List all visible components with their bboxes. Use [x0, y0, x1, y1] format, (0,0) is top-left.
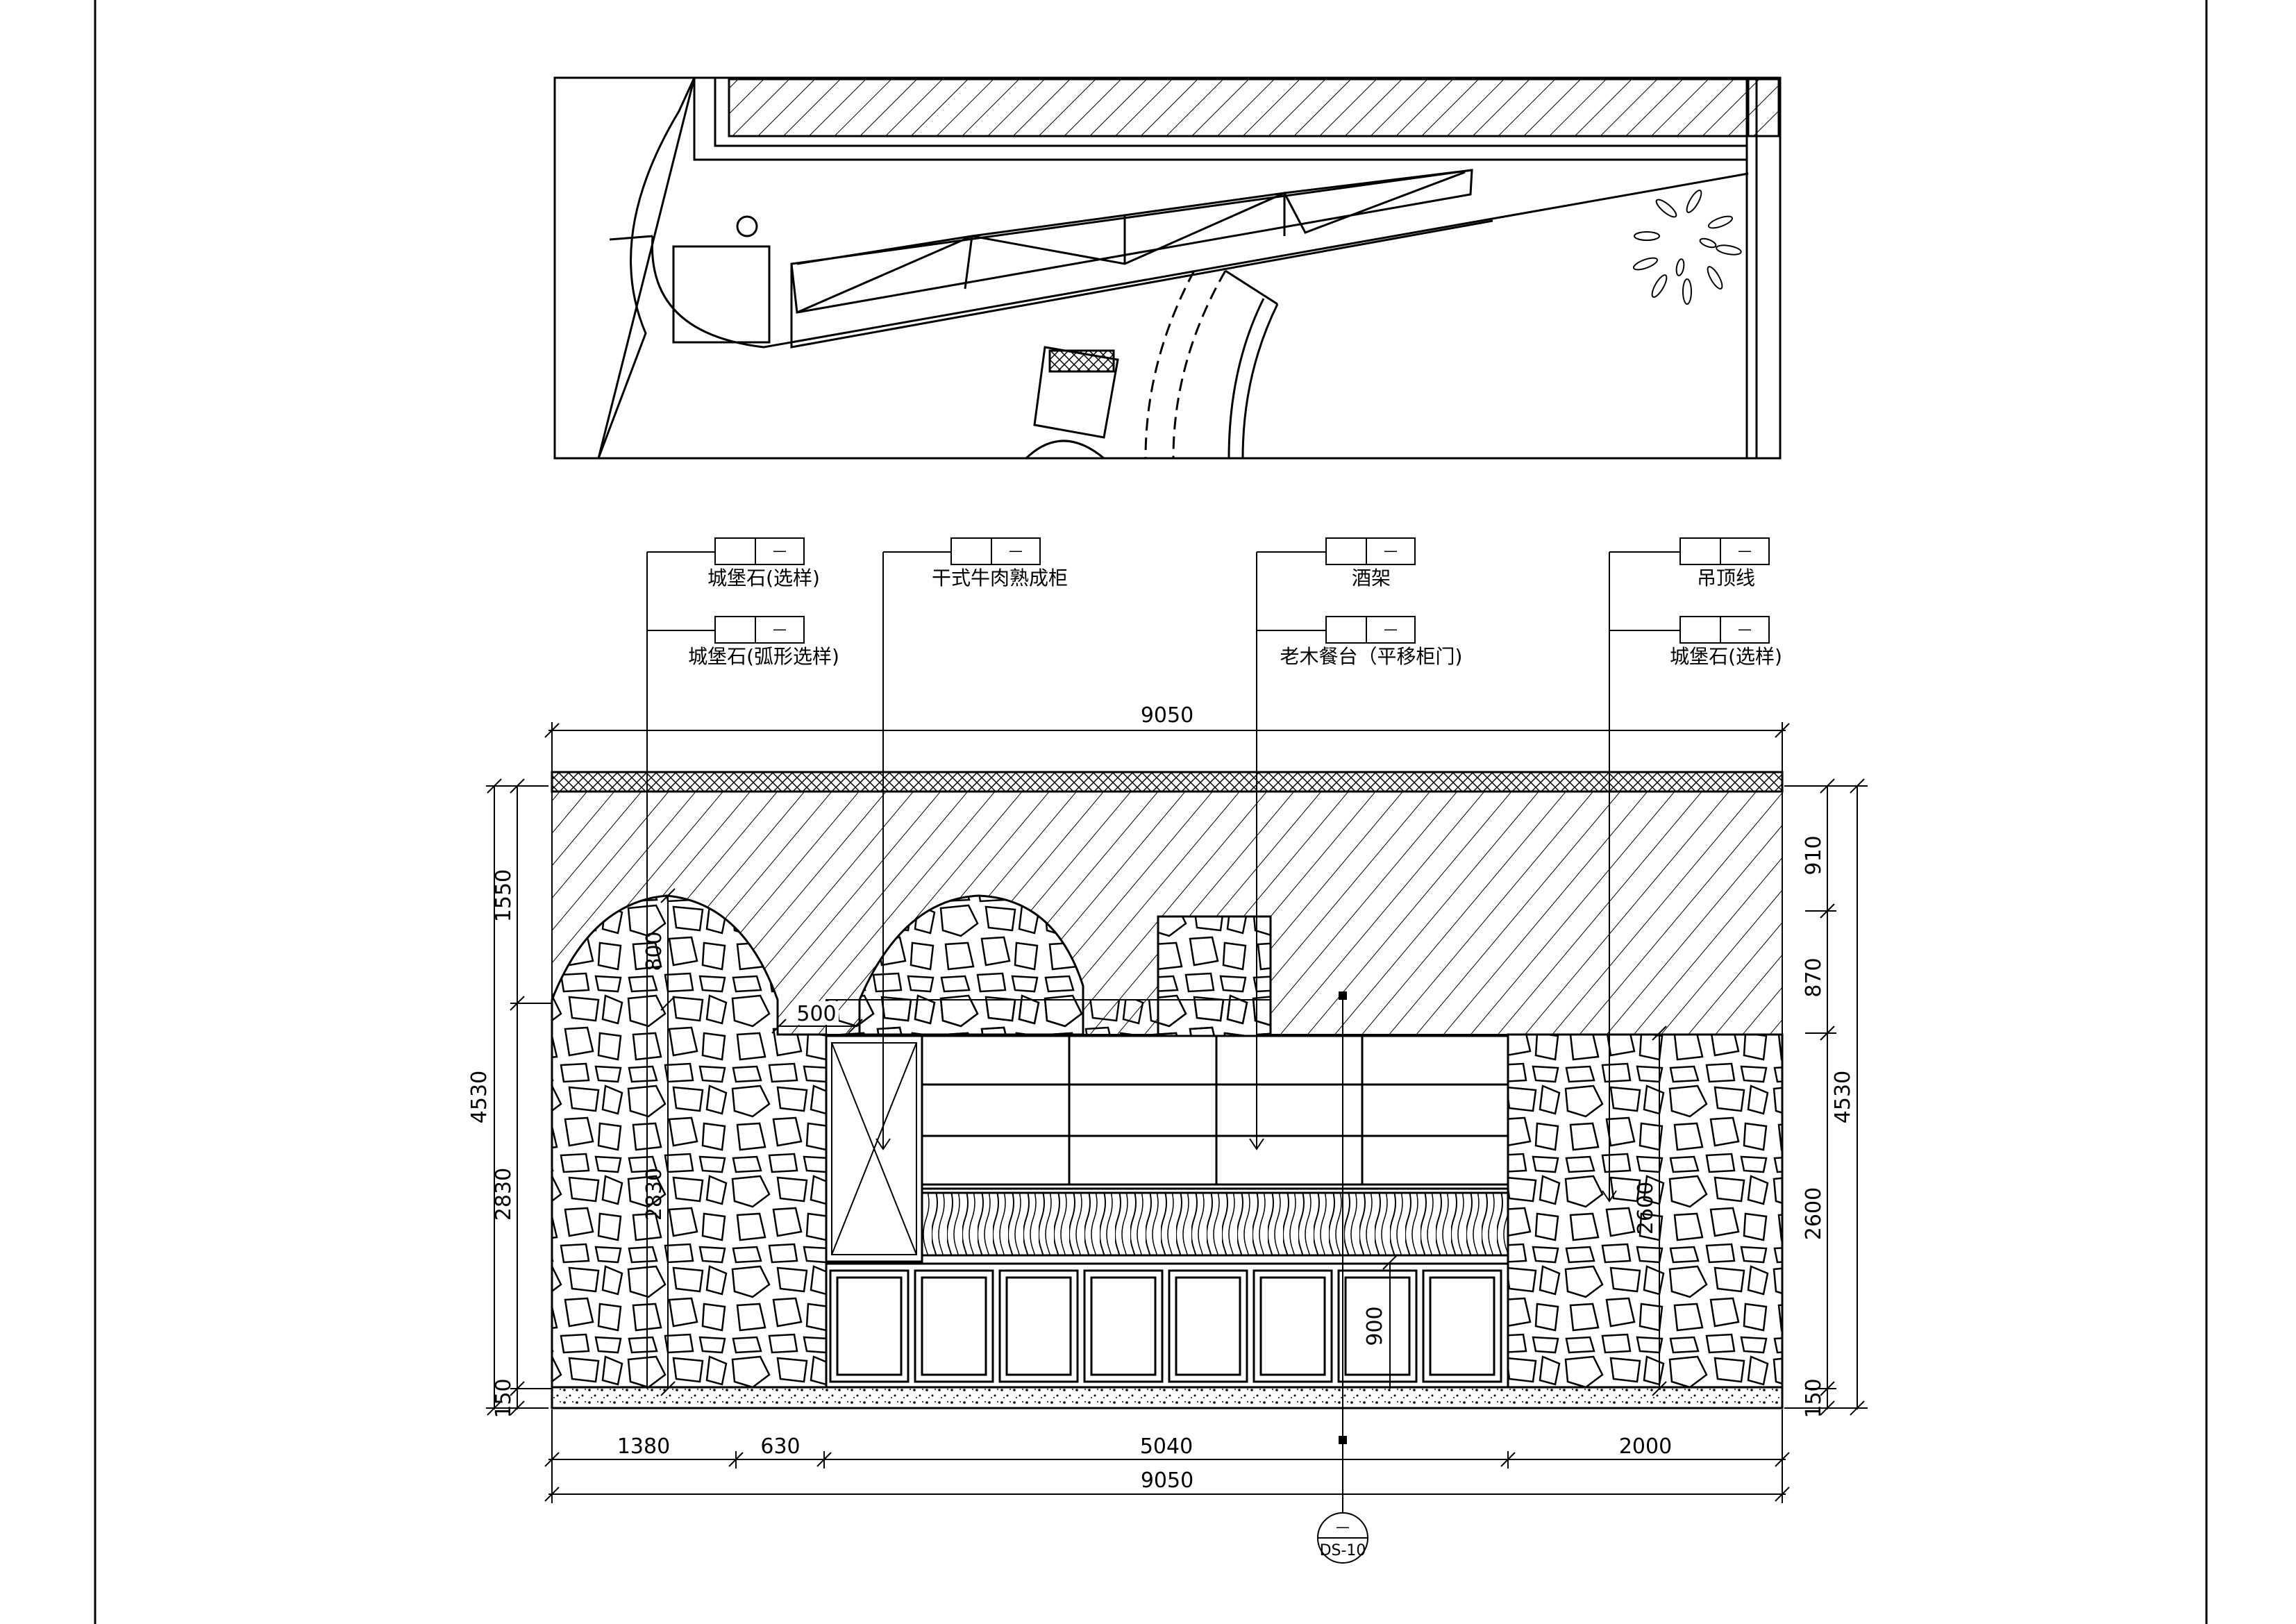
dim-bottom-3: 5040 [1140, 1434, 1193, 1459]
annotation-tag-text: — [1738, 621, 1752, 637]
plan-view [553, 76, 1782, 460]
dim-right-4: 150 [1802, 1378, 1826, 1418]
annotation-label: 城堡石(弧形选样) [688, 645, 839, 668]
dim-bottom-4: 2000 [1619, 1434, 1672, 1459]
annotation-tag-2: — 城堡石(弧形选样) [688, 616, 839, 668]
section-marker-bottom: DS-10 [1320, 1542, 1366, 1559]
dim-top-total: 9050 [1141, 703, 1193, 728]
dim-arch-height: 800 [642, 931, 667, 971]
annotation-tag-text: — [1384, 542, 1398, 559]
dim-column-right: 2600 [1634, 1182, 1658, 1234]
dim-counter: 900 [1363, 1306, 1387, 1346]
dim-left-2: 2830 [492, 1168, 516, 1221]
dim-column-left: 2830 [642, 1168, 667, 1221]
annotation-label: 城堡石(选样) [1670, 645, 1782, 668]
dimension-lines [486, 722, 1868, 1503]
dim-bottom-total: 9050 [1141, 1468, 1193, 1493]
section-marker-top: — [1336, 1518, 1350, 1535]
annotation-tag-text: — [1738, 542, 1752, 559]
annotation-tag-3: — 干式牛肉熟成柜 [932, 537, 1068, 589]
annotation-tag-text: — [1384, 621, 1398, 637]
dim-opening: 500 [796, 1002, 836, 1026]
annotation-tag-4: — 酒架 [1325, 537, 1416, 589]
annotation-tag-1: — 城堡石(选样) [707, 537, 820, 589]
annotation-label: 干式牛肉熟成柜 [932, 567, 1068, 589]
annotation-tag-text: — [1009, 542, 1023, 559]
annotation-label: 吊顶线 [1697, 567, 1755, 589]
elevation-view [551, 771, 1784, 1510]
dim-left-1: 1550 [492, 869, 516, 922]
annotation-label: 老木餐台（平移柜门) [1280, 645, 1463, 668]
dim-bottom-1: 1380 [617, 1434, 670, 1459]
annotation-label: 酒架 [1352, 567, 1391, 589]
dim-left-3: 150 [492, 1378, 516, 1418]
annotation-tag-5: — 老木餐台（平移柜门) [1280, 616, 1463, 668]
annotation-label: 城堡石(选样) [707, 567, 820, 589]
dim-right-1: 910 [1802, 835, 1826, 875]
dim-bottom-2: 630 [760, 1434, 800, 1459]
annotation-tag-text: — [773, 542, 787, 559]
annotation-tag-7: — 城堡石(选样) [1670, 616, 1782, 668]
dim-right-2: 870 [1802, 957, 1826, 997]
dim-right-3: 2600 [1802, 1187, 1826, 1240]
leader-lines [646, 551, 1680, 1389]
dim-right-outer: 4530 [1831, 1071, 1855, 1123]
section-marker: — DS-10 [1317, 1510, 1368, 1564]
annotation-tag-text: — [773, 621, 787, 637]
dim-left-outer: 4530 [467, 1071, 492, 1123]
annotation-tag-6: — 吊顶线 [1679, 537, 1770, 589]
